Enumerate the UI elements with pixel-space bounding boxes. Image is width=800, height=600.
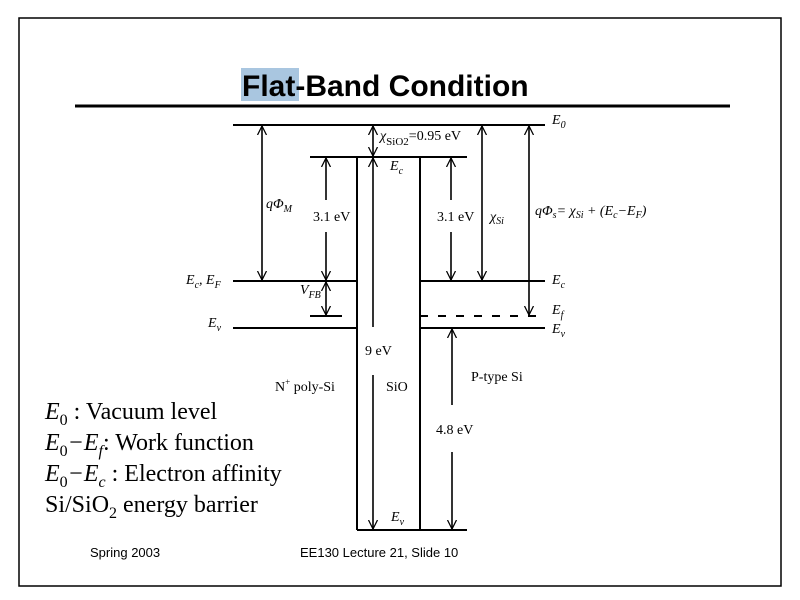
poly-ec-ef-label: Ec, EF xyxy=(185,273,222,291)
band-lines xyxy=(233,124,545,531)
slide-frame xyxy=(18,17,782,587)
arrows xyxy=(262,126,529,529)
oxide-ev-label: Ev xyxy=(390,510,405,528)
p-type-label: P-type Si xyxy=(471,370,523,385)
legend-item-electron-affinity: E0−Ec : Electron affinity xyxy=(44,461,282,491)
oxide-gap-label: 9 eV xyxy=(365,344,392,359)
footer-slide-info: EE130 Lecture 21, Slide 10 xyxy=(300,545,458,560)
oxide-ec-label: Ec xyxy=(389,159,404,177)
si-ec-label: Ec xyxy=(551,273,566,291)
vfb-label: VFB xyxy=(300,283,321,301)
footer-date: Spring 2003 xyxy=(90,545,160,560)
n-poly-label: N+ poly-Si xyxy=(275,377,335,395)
q-phi-s-label: qΦs= χSi + (Ec−EF) xyxy=(535,204,647,221)
diagram-labels: E0 χSiO2=0.95 eV Ec qΦM 3.1 eV 3.1 eV χS… xyxy=(185,113,647,528)
left-3-1-label: 3.1 eV xyxy=(313,210,350,225)
poly-ev-label: Ev xyxy=(207,316,222,334)
legend-item-work-function: E0−Ef: Work function xyxy=(44,430,254,460)
legend-item-barrier: Si/SiO2 energy barrier xyxy=(45,492,258,522)
right-3-1-label: 3.1 eV xyxy=(437,210,474,225)
si-ef-label: Ef xyxy=(551,303,565,321)
oxide-label: SiO xyxy=(386,380,408,395)
si-ev-label: Ev xyxy=(551,322,566,340)
chi-si-label: χSi xyxy=(488,210,504,227)
chi-sio2-label: χSiO2=0.95 eV xyxy=(378,129,461,148)
title-highlight xyxy=(241,68,299,101)
legend: E0 : Vacuum level E0−Ef: Work function E… xyxy=(44,399,282,522)
q-phi-m-label: qΦM xyxy=(266,197,293,215)
valence-offset-label: 4.8 eV xyxy=(436,423,473,438)
legend-item-vacuum: E0 : Vacuum level xyxy=(44,399,218,429)
e0-label: E0 xyxy=(551,113,566,131)
slide-title: Flat-Band Condition xyxy=(242,70,529,103)
